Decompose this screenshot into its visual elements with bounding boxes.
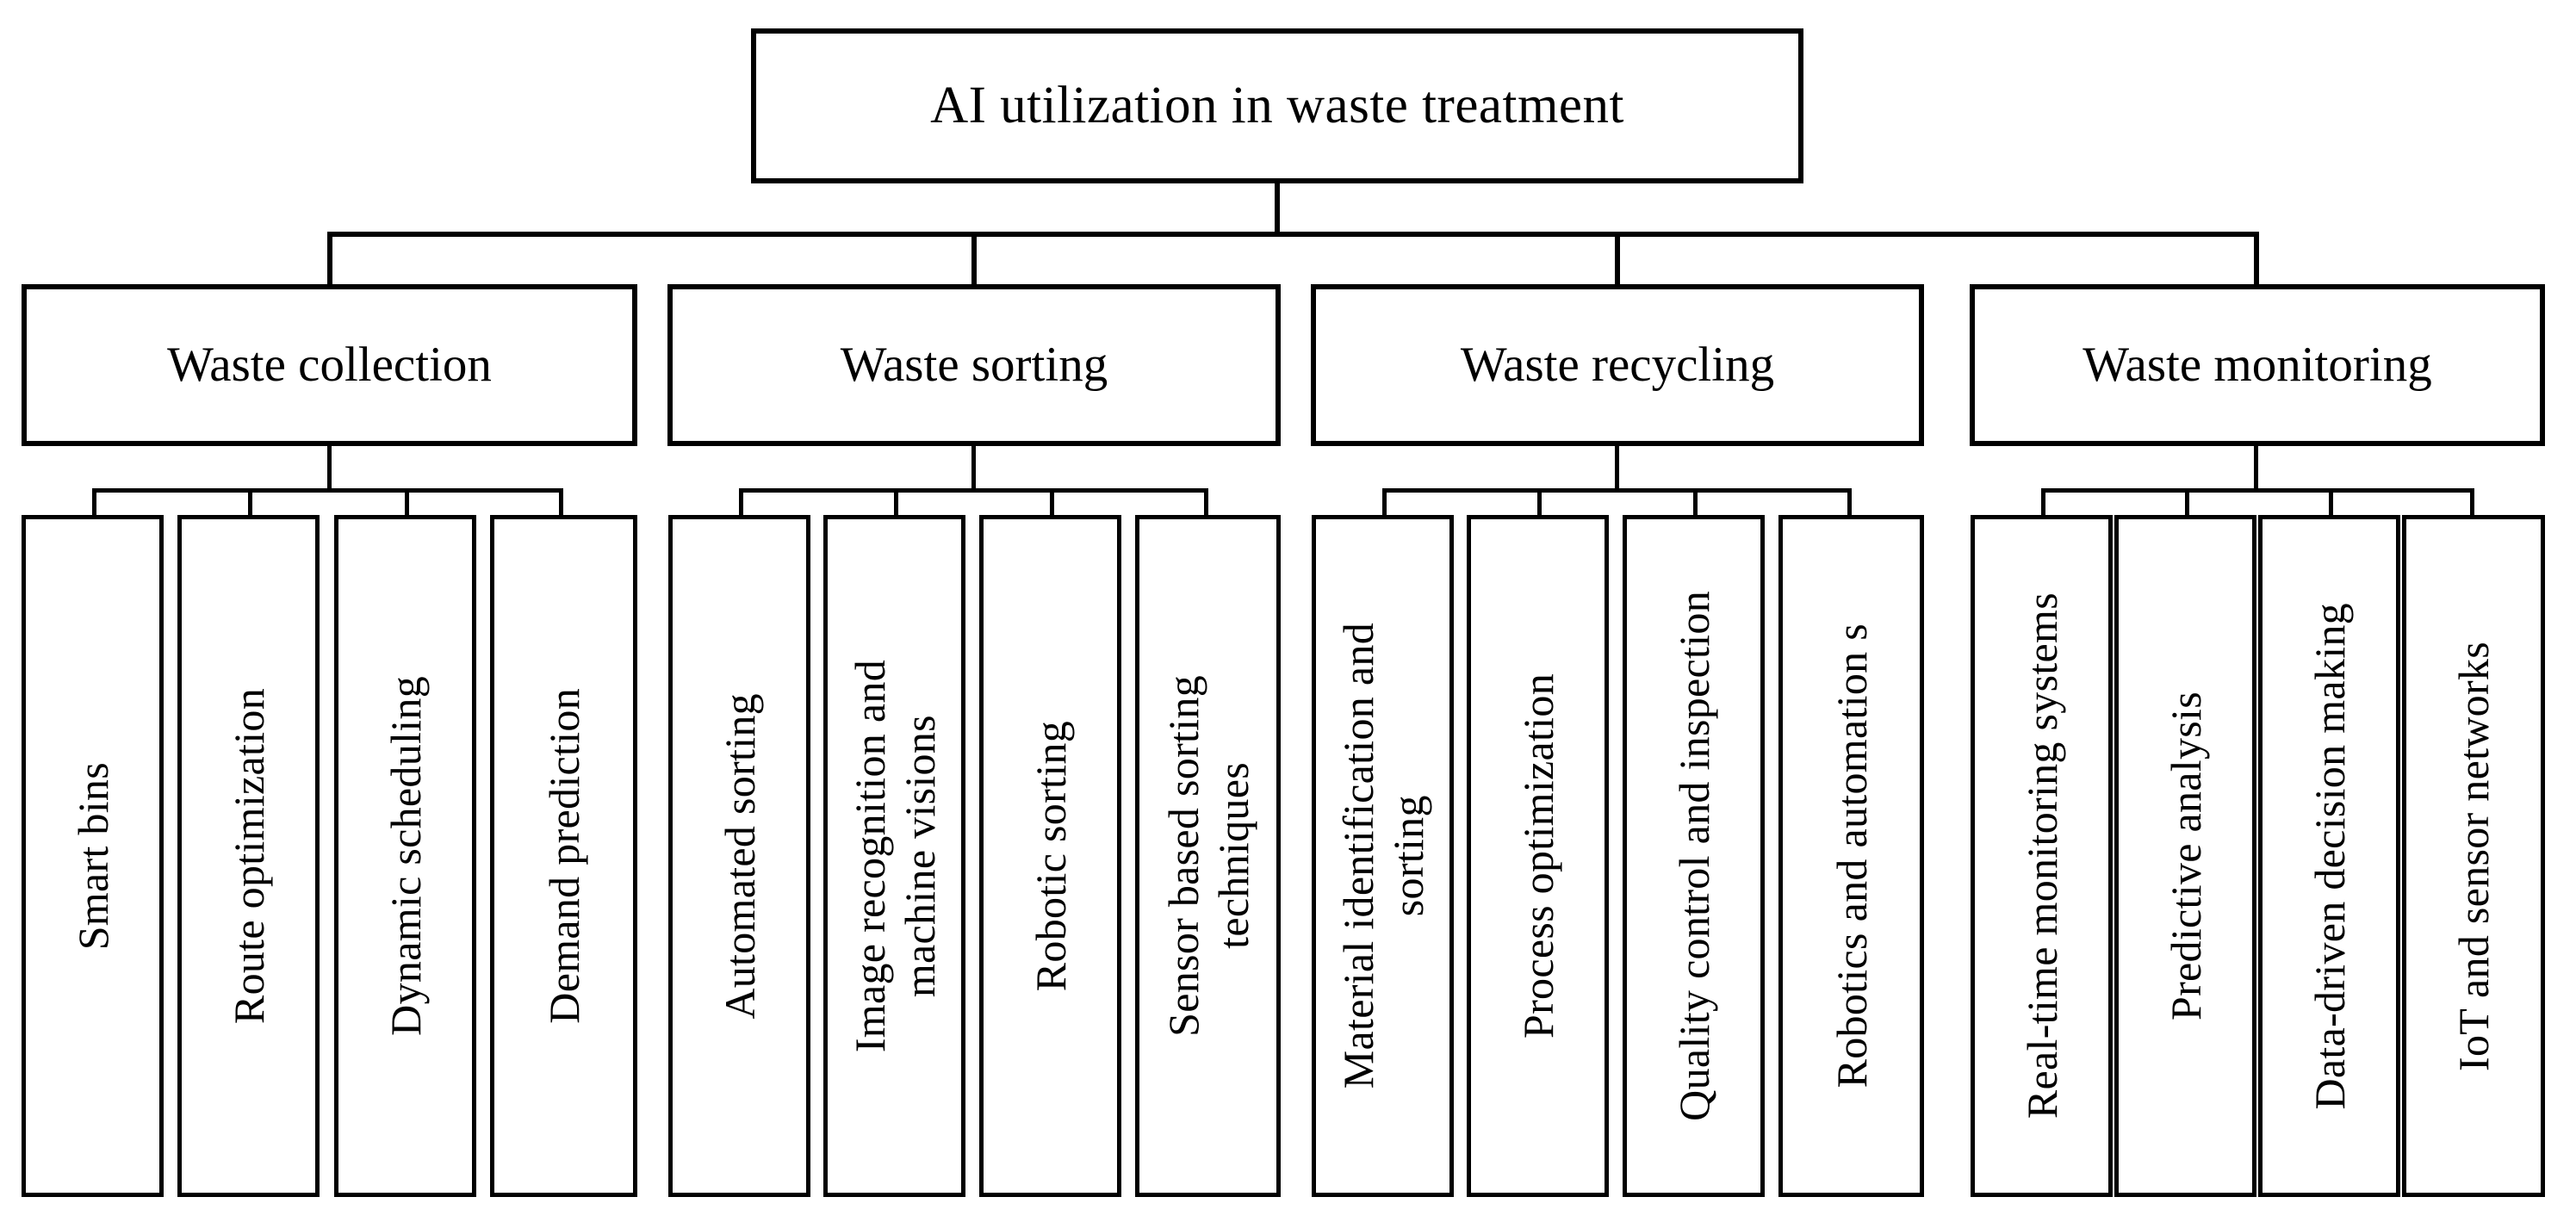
connector-drop-category-0 (327, 232, 332, 286)
connector-group-3-bus (2041, 488, 2474, 493)
leaf-node-smart-bins: Smart bins (22, 515, 164, 1197)
category-node-waste-monitoring: Waste monitoring (1970, 284, 2545, 446)
leaf-node-iot-and-sensor-networks: IoT and sensor networks (2402, 515, 2545, 1197)
leaf-node-label: Robotics and automation s (1827, 623, 1876, 1088)
leaf-node-label: IoT and sensor networks (2449, 641, 2498, 1071)
leaf-node-image-recognition-machine-visions: Image recognition and machine visions (823, 515, 965, 1197)
leaf-node-demand-prediction: Demand prediction (490, 515, 637, 1197)
connector-drop-leaf-1-2 (1050, 488, 1054, 519)
connector-drop-leaf-3-2 (2329, 488, 2333, 519)
leaf-node-predictive-analysis: Predictive analysis (2114, 515, 2256, 1197)
leaf-node-label: Data-driven decision making (2305, 602, 2354, 1110)
connector-category-0-stub (327, 446, 332, 492)
leaf-node-real-time-monitoring-systems: Real-time monitoring systems (1971, 515, 2113, 1197)
connector-drop-leaf-2-2 (1693, 488, 1698, 519)
connector-drop-leaf-0-3 (559, 488, 563, 519)
category-node-waste-collection: Waste collection (22, 284, 637, 446)
connector-drop-leaf-3-0 (2041, 488, 2045, 519)
connector-category-1-stub (971, 446, 976, 492)
connector-drop-leaf-2-0 (1382, 488, 1387, 519)
leaf-node-label: Material identification and sorting (1333, 623, 1432, 1089)
leaf-node-label: Robotic sorting (1026, 720, 1075, 992)
connector-category-2-stub (1615, 446, 1619, 492)
leaf-node-label: Quality control and inspection (1669, 591, 1718, 1121)
root-node-label: AI utilization in waste treatment (930, 76, 1624, 134)
leaf-node-quality-control-and-inspection: Quality control and inspection (1623, 515, 1765, 1197)
connector-root-stub (1275, 183, 1280, 237)
leaf-node-label: Predictive analysis (2161, 692, 2210, 1020)
leaf-node-label: Route optimization (224, 687, 273, 1025)
connector-drop-leaf-1-3 (1204, 488, 1208, 519)
category-node-label: Waste recycling (1460, 338, 1775, 393)
connector-drop-leaf-0-1 (248, 488, 252, 519)
connector-drop-leaf-1-0 (739, 488, 743, 519)
leaf-node-label: Process optimization (1513, 673, 1562, 1039)
connector-drop-category-2 (1615, 232, 1620, 286)
connector-drop-category-1 (971, 232, 977, 286)
leaf-node-label: Dynamic scheduling (381, 676, 430, 1036)
leaf-node-route-optimization: Route optimization (177, 515, 320, 1197)
connector-drop-leaf-3-1 (2185, 488, 2189, 519)
connector-level2-bus (327, 232, 2259, 237)
connector-group-2-bus (1382, 488, 1852, 493)
category-node-label: Waste sorting (840, 338, 1108, 393)
leaf-node-label: Demand prediction (539, 688, 588, 1024)
connector-group-1-bus (739, 488, 1208, 493)
connector-drop-category-3 (2254, 232, 2259, 286)
leaf-node-label: Sensor based sorting techniques (1158, 675, 1257, 1037)
leaf-node-automated-sorting: Automated sorting (668, 515, 810, 1197)
connector-drop-leaf-0-0 (92, 488, 96, 519)
leaf-node-data-driven-decision-making: Data-driven decision making (2258, 515, 2400, 1197)
category-node-waste-sorting: Waste sorting (667, 284, 1281, 446)
leaf-node-label: Automated sorting (715, 692, 764, 1020)
connector-drop-leaf-1-1 (894, 488, 898, 519)
leaf-node-label: Image recognition and machine visions (845, 659, 944, 1053)
connector-drop-leaf-2-3 (1847, 488, 1852, 519)
leaf-node-material-identification-and-sorting: Material identification and sorting (1312, 515, 1454, 1197)
leaf-node-dynamic-scheduling: Dynamic scheduling (334, 515, 476, 1197)
category-node-label: Waste collection (167, 338, 492, 393)
leaf-node-sensor-based-sorting-techniques: Sensor based sorting techniques (1135, 515, 1281, 1197)
leaf-node-robotic-sorting: Robotic sorting (979, 515, 1121, 1197)
leaf-node-label: Real-time monitoring systems (2017, 592, 2066, 1119)
connector-group-0-bus (92, 488, 563, 493)
leaf-node-robotics-and-automation: Robotics and automation s (1778, 515, 1924, 1197)
connector-drop-leaf-0-2 (405, 488, 409, 519)
root-node-ai-utilization: AI utilization in waste treatment (751, 28, 1803, 183)
leaf-node-process-optimization: Process optimization (1467, 515, 1609, 1197)
connector-category-3-stub (2254, 446, 2258, 492)
leaf-node-label: Smart bins (68, 761, 117, 951)
category-node-label: Waste monitoring (2083, 338, 2432, 393)
category-node-waste-recycling: Waste recycling (1311, 284, 1924, 446)
connector-drop-leaf-3-3 (2470, 488, 2474, 519)
connector-drop-leaf-2-1 (1537, 488, 1542, 519)
